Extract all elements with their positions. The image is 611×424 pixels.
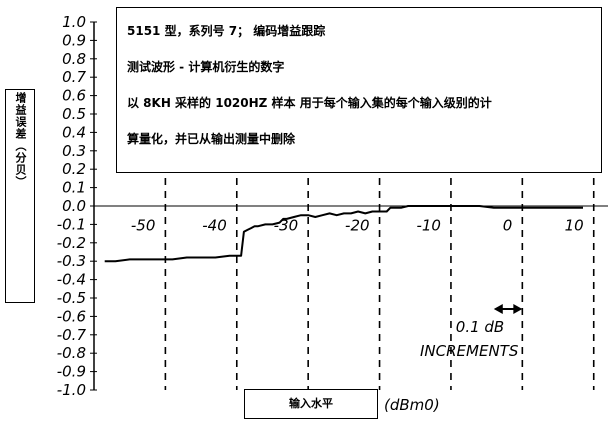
y-tick-label-15: -0.5 <box>57 289 86 307</box>
y-tick-label-14: -0.4 <box>57 271 86 289</box>
y-tick-label-9: 0.1 <box>62 179 86 197</box>
y-tick-label-13: -0.3 <box>57 252 86 270</box>
increment-arrow-left-head <box>493 304 503 314</box>
annotation-layer <box>493 304 523 314</box>
y-tick-label-7: 0.3 <box>62 142 86 160</box>
x-tick-label-2: -30 <box>274 216 299 234</box>
y-tick-label-12: -0.2 <box>57 234 86 252</box>
x-tick-label-3: -20 <box>345 216 370 234</box>
axis-layer: 1.00.90.80.70.60.50.40.30.20.10.0-0.1-0.… <box>57 13 608 399</box>
y-tick-label-0: 1.0 <box>62 13 86 31</box>
y-tick-label-3: 0.7 <box>62 68 86 86</box>
note-line-4: 算量化，并已从输出测量中删除 <box>127 132 296 146</box>
y-tick-label-18: -0.8 <box>57 344 86 362</box>
series-layer <box>104 205 583 263</box>
notes-box: 5151 型，系列号 7； 编码增益跟踪 测试波形 - 计算机衍生的数字 以 8… <box>116 7 602 173</box>
y-tick-label-5: 0.5 <box>62 105 86 123</box>
y-tick-label-2: 0.8 <box>62 50 86 68</box>
x-tick-label-1: -40 <box>202 216 227 234</box>
note-line-2: 测试波形 - 计算机衍生的数字 <box>127 60 285 74</box>
x-tick-label-4: -10 <box>416 216 441 234</box>
increment-arrow-right-head <box>513 304 523 314</box>
y-axis-label-box: 增益误差（分贝） <box>5 89 35 303</box>
increments-text: INCREMENTS <box>420 342 519 360</box>
y-tick-label-11: -0.1 <box>57 215 86 233</box>
note-line-3: 以 8KH 采样的 1020HZ 样本 用于每个输入集的每个输入级别的计 <box>127 96 492 110</box>
y-tick-label-4: 0.6 <box>62 87 86 105</box>
y-tick-label-8: 0.2 <box>62 160 86 178</box>
y-tick-label-19: -0.9 <box>57 363 86 381</box>
x-tick-label-0: -50 <box>131 216 156 234</box>
x-tick-label-6: 10 <box>565 216 584 234</box>
x-axis-label: 输入水平 <box>244 389 378 419</box>
y-tick-label-6: 0.4 <box>62 123 86 141</box>
y-tick-label-10: 0.0 <box>62 197 86 215</box>
y-axis-label: 增益误差（分贝） <box>14 92 27 188</box>
y-tick-label-16: -0.6 <box>57 307 86 325</box>
y-tick-label-20: -1.0 <box>57 381 86 399</box>
x-axis-unit: (dBm0) <box>384 396 440 414</box>
x-tick-label-5: 0 <box>503 216 513 234</box>
y-tick-label-17: -0.7 <box>57 326 87 344</box>
y-tick-label-1: 0.9 <box>62 31 86 49</box>
note-line-1: 5151 型，系列号 7； 编码增益跟踪 <box>127 24 326 38</box>
series-line-0 <box>104 205 583 263</box>
increment-label: 0.1 dB <box>455 318 505 336</box>
